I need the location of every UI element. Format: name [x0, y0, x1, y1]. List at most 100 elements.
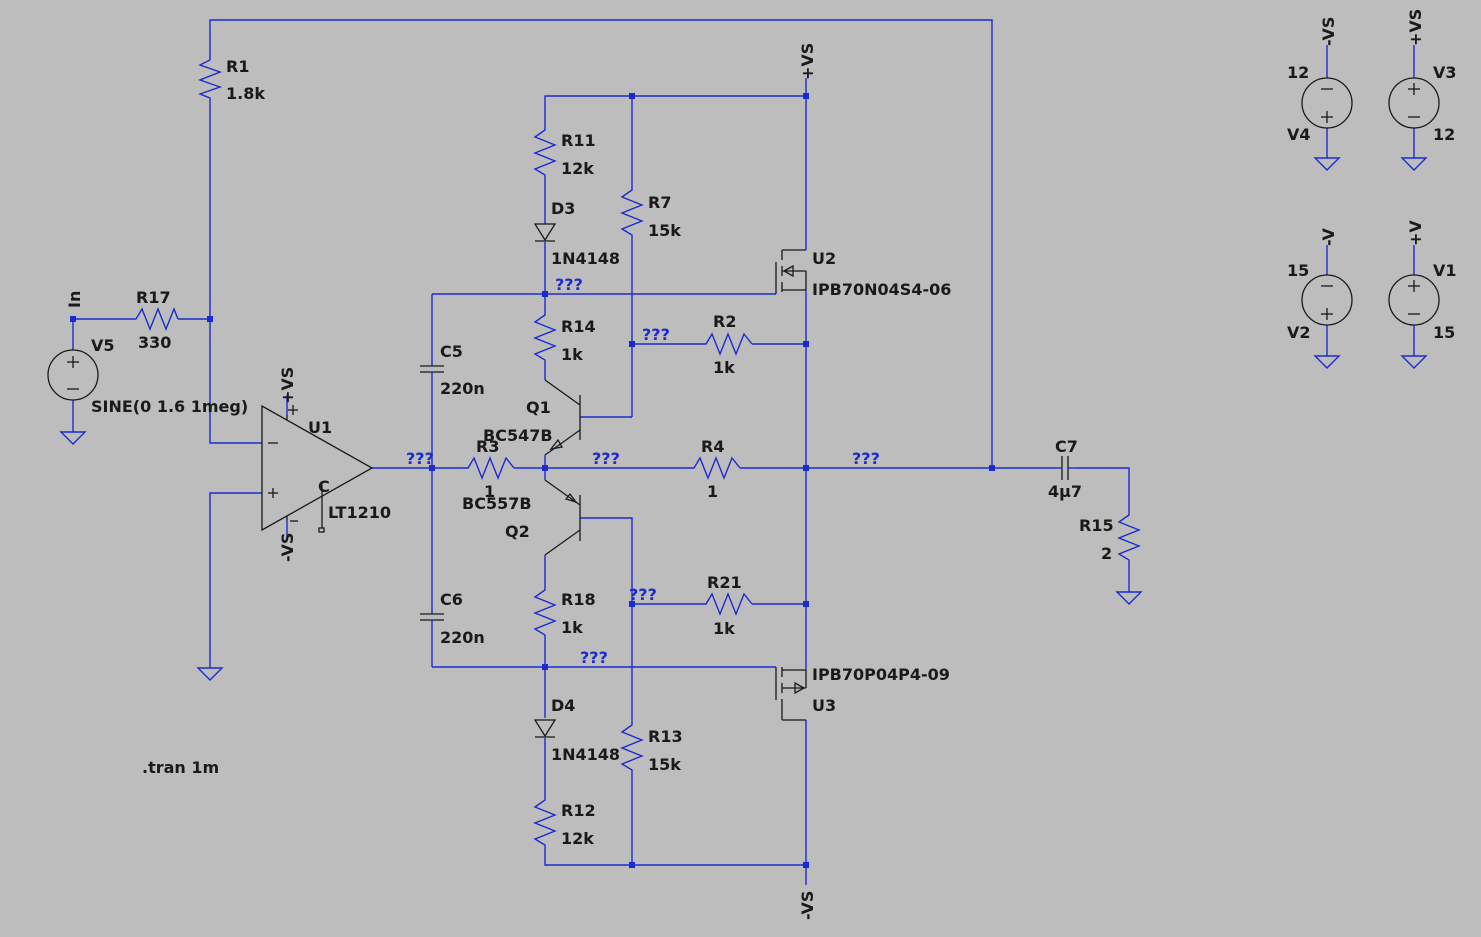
d4-value: 1N4148 [551, 745, 620, 764]
svg-text:???: ??? [629, 585, 657, 604]
resistor-R13[interactable]: R13 15k [620, 720, 683, 775]
resistor-R18[interactable]: R18 1k [533, 585, 596, 640]
capacitor-C7[interactable]: C7 4µ7 [1048, 437, 1082, 501]
source-V4[interactable]: 12 V4 [1287, 63, 1353, 144]
svg-text:+V: +V [1406, 220, 1425, 246]
r13-ref: R13 [648, 727, 683, 746]
c7-ref: C7 [1055, 437, 1078, 456]
c6-ref: C6 [440, 590, 463, 609]
r2-value: 1k [713, 358, 735, 377]
opamp-U1[interactable]: C U1 LT1210 [261, 404, 391, 533]
d3-ref: D3 [551, 199, 575, 218]
u3-ref: U3 [812, 696, 836, 715]
r13-value: 15k [648, 755, 681, 774]
ground-symbols [59, 157, 1428, 681]
spice-directive[interactable]: .tran 1m [142, 758, 219, 777]
mosfet-U2[interactable]: U2 IPB70N04S4-06 [775, 249, 951, 299]
capacitor-C6[interactable]: C6 220n [420, 590, 485, 647]
r4-value: 1 [707, 482, 718, 501]
source-V1[interactable]: V1 15 [1388, 261, 1457, 342]
r1-ref: R1 [226, 57, 249, 76]
svg-text:In: In [65, 291, 84, 308]
net-label-opamp-plus-vs: +VS [278, 367, 297, 404]
q2-ref: Q2 [505, 522, 530, 541]
capacitor-C5[interactable]: C5 220n [420, 342, 485, 398]
svg-text:-VS: -VS [278, 533, 297, 562]
r1-value: 1.8k [226, 84, 265, 103]
wires [72, 19, 1415, 885]
resistor-R1[interactable]: R1 1.8k [198, 55, 265, 103]
junctions [70, 93, 995, 868]
svg-text:+VS: +VS [1406, 9, 1425, 46]
c5-value: 220n [440, 379, 485, 398]
resistor-R11[interactable]: R11 12k [533, 125, 596, 180]
r4-ref: R4 [701, 437, 724, 456]
svg-text:C: C [318, 477, 330, 496]
r17-ref: R17 [136, 288, 171, 307]
resistor-R7[interactable]: R7 15k [620, 185, 681, 240]
r2-ref: R2 [713, 312, 736, 331]
svg-text:???: ??? [580, 648, 608, 667]
r12-value: 12k [561, 829, 594, 848]
v4-value: 12 [1287, 63, 1309, 82]
c5-ref: C5 [440, 342, 463, 361]
r21-value: 1k [713, 619, 735, 638]
resistor-R15[interactable]: R15 2 [1079, 510, 1141, 565]
svg-text:???: ??? [592, 449, 620, 468]
source-V2[interactable]: 15 V2 [1287, 261, 1353, 342]
resistor-R4[interactable]: R4 1 [688, 437, 741, 501]
q1-value: BC547B [483, 426, 553, 445]
resistor-R3[interactable]: R3 1 [462, 437, 515, 501]
transistor-Q2[interactable]: BC557B Q2 [462, 468, 581, 556]
resistor-R17[interactable]: R17 330 [130, 288, 179, 352]
d3-value: 1N4148 [551, 249, 620, 268]
transistor-Q1[interactable]: Q1 BC547B [483, 379, 581, 468]
diode-D3[interactable]: D3 1N4148 [533, 199, 620, 268]
d4-ref: D4 [551, 696, 575, 715]
resistor-R2[interactable]: R2 1k [700, 312, 753, 377]
svg-text:-VS: -VS [798, 891, 817, 920]
v1-ref: V1 [1433, 261, 1457, 280]
r15-ref: R15 [1079, 516, 1114, 535]
net-label-v2-minus-v: -V [1319, 228, 1338, 246]
svg-text:???: ??? [642, 325, 670, 344]
r15-value: 2 [1101, 544, 1112, 563]
resistor-R12[interactable]: R12 12k [533, 795, 596, 850]
r18-value: 1k [561, 618, 583, 637]
svg-text:-VS: -VS [1319, 17, 1338, 46]
r11-value: 12k [561, 159, 594, 178]
source-V3[interactable]: V3 12 [1388, 63, 1457, 144]
r14-ref: R14 [561, 317, 596, 336]
r7-value: 15k [648, 221, 681, 240]
q1-ref: Q1 [526, 398, 551, 417]
svg-text:+VS: +VS [278, 367, 297, 404]
v3-ref: V3 [1433, 63, 1457, 82]
v2-ref: V2 [1287, 323, 1311, 342]
svg-text:???: ??? [852, 449, 880, 468]
r14-value: 1k [561, 345, 583, 364]
u2-value: IPB70N04S4-06 [812, 280, 951, 299]
mosfet-U3[interactable]: IPB70P04P4-09 U3 [775, 640, 950, 721]
resistor-R21[interactable]: R21 1k [700, 573, 753, 638]
net-label-in: In [65, 291, 84, 308]
r17-value: 330 [138, 333, 171, 352]
v5-ref: V5 [91, 336, 115, 355]
net-label-v3-plus-vs: +VS [1406, 9, 1425, 46]
svg-text:???: ??? [406, 449, 434, 468]
r21-ref: R21 [707, 573, 742, 592]
u1-value: LT1210 [328, 503, 391, 522]
c6-value: 220n [440, 628, 485, 647]
r7-ref: R7 [648, 193, 671, 212]
net-label-bottom-minus-vs: -VS [798, 891, 817, 920]
resistor-R14[interactable]: R14 1k [533, 310, 596, 366]
r3-value: 1 [484, 482, 495, 501]
net-label-v4-minus-vs: -VS [1319, 17, 1338, 46]
net-label-top-plus-vs: +VS [798, 43, 817, 80]
svg-text:+VS: +VS [798, 43, 817, 80]
source-V5[interactable]: V5 SINE(0 1.6 1meg) [47, 336, 248, 416]
u1-ref: U1 [308, 418, 332, 437]
diode-D4[interactable]: D4 1N4148 [533, 696, 620, 764]
v2-value: 15 [1287, 261, 1309, 280]
r18-ref: R18 [561, 590, 596, 609]
